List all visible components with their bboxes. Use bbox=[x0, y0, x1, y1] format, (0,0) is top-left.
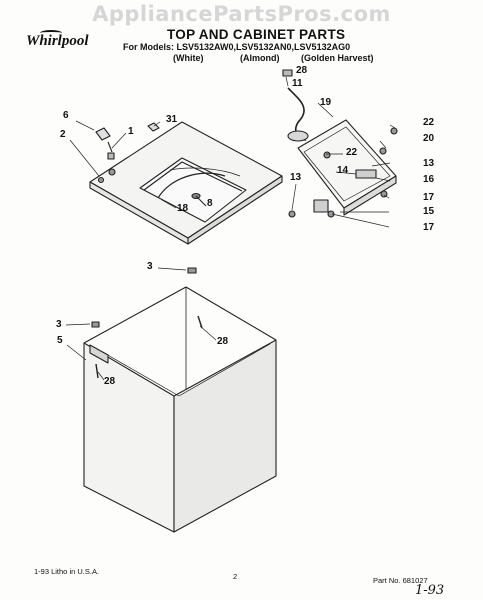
callout-6: 6 bbox=[63, 110, 69, 121]
top-clips bbox=[95, 122, 160, 184]
litho-note: 1-93 Litho in U.S.A. bbox=[34, 567, 100, 576]
finish-almond: (Almond) bbox=[240, 53, 280, 63]
cabinet bbox=[83, 267, 277, 533]
callout-3-upper: 3 bbox=[147, 261, 153, 272]
callout-22-inner: 22 bbox=[346, 147, 358, 158]
leader-lines bbox=[65, 76, 396, 381]
model-list: For Models: LSV5132AW0,LSV5132AN0,LSV513… bbox=[123, 42, 351, 52]
callout-18: 18 bbox=[177, 203, 189, 214]
console-panel bbox=[282, 69, 398, 218]
callout-20: 20 bbox=[423, 133, 435, 144]
top-panel bbox=[89, 121, 283, 245]
watermark: AppliancePartsPros.com bbox=[92, 2, 391, 26]
logo-swoosh bbox=[40, 30, 62, 36]
callout-31: 31 bbox=[166, 114, 178, 125]
part-number: Part No. 681027 bbox=[373, 576, 428, 585]
callout-17-lower: 17 bbox=[423, 222, 435, 233]
callout-15: 15 bbox=[423, 206, 435, 217]
callout-28-cabinet-left: 28 bbox=[104, 376, 116, 387]
callout-5-cabinet: 5 bbox=[57, 335, 63, 346]
finish-white: (White) bbox=[173, 53, 204, 63]
finish-golden-harvest: (Golden Harvest) bbox=[301, 53, 374, 63]
callout-16: 16 bbox=[423, 174, 435, 185]
callout-13-left: 13 bbox=[290, 172, 302, 183]
whirlpool-logo: Whirlpool bbox=[26, 33, 89, 49]
page-title: TOP AND CABINET PARTS bbox=[167, 27, 346, 42]
callout-13-right: 13 bbox=[423, 158, 435, 169]
callout-14: 14 bbox=[337, 165, 349, 176]
callout-28-cabinet-right: 28 bbox=[217, 336, 229, 347]
handwritten-date: 1-93 bbox=[415, 583, 445, 598]
callout-3-lower: 3 bbox=[56, 319, 62, 330]
callout-8: 8 bbox=[207, 198, 213, 209]
callout-19-console: 19 bbox=[320, 97, 332, 108]
callout-28-screw: 28 bbox=[296, 65, 308, 76]
callout-22-top: 22 bbox=[423, 117, 435, 128]
callout-11-harness: 11 bbox=[292, 78, 303, 89]
callout-1: 1 bbox=[128, 126, 134, 137]
callout-17-upper: 17 bbox=[423, 192, 435, 203]
callout-2: 2 bbox=[60, 129, 66, 140]
page-number: 2 bbox=[233, 572, 238, 581]
lid-hinge bbox=[157, 172, 226, 207]
